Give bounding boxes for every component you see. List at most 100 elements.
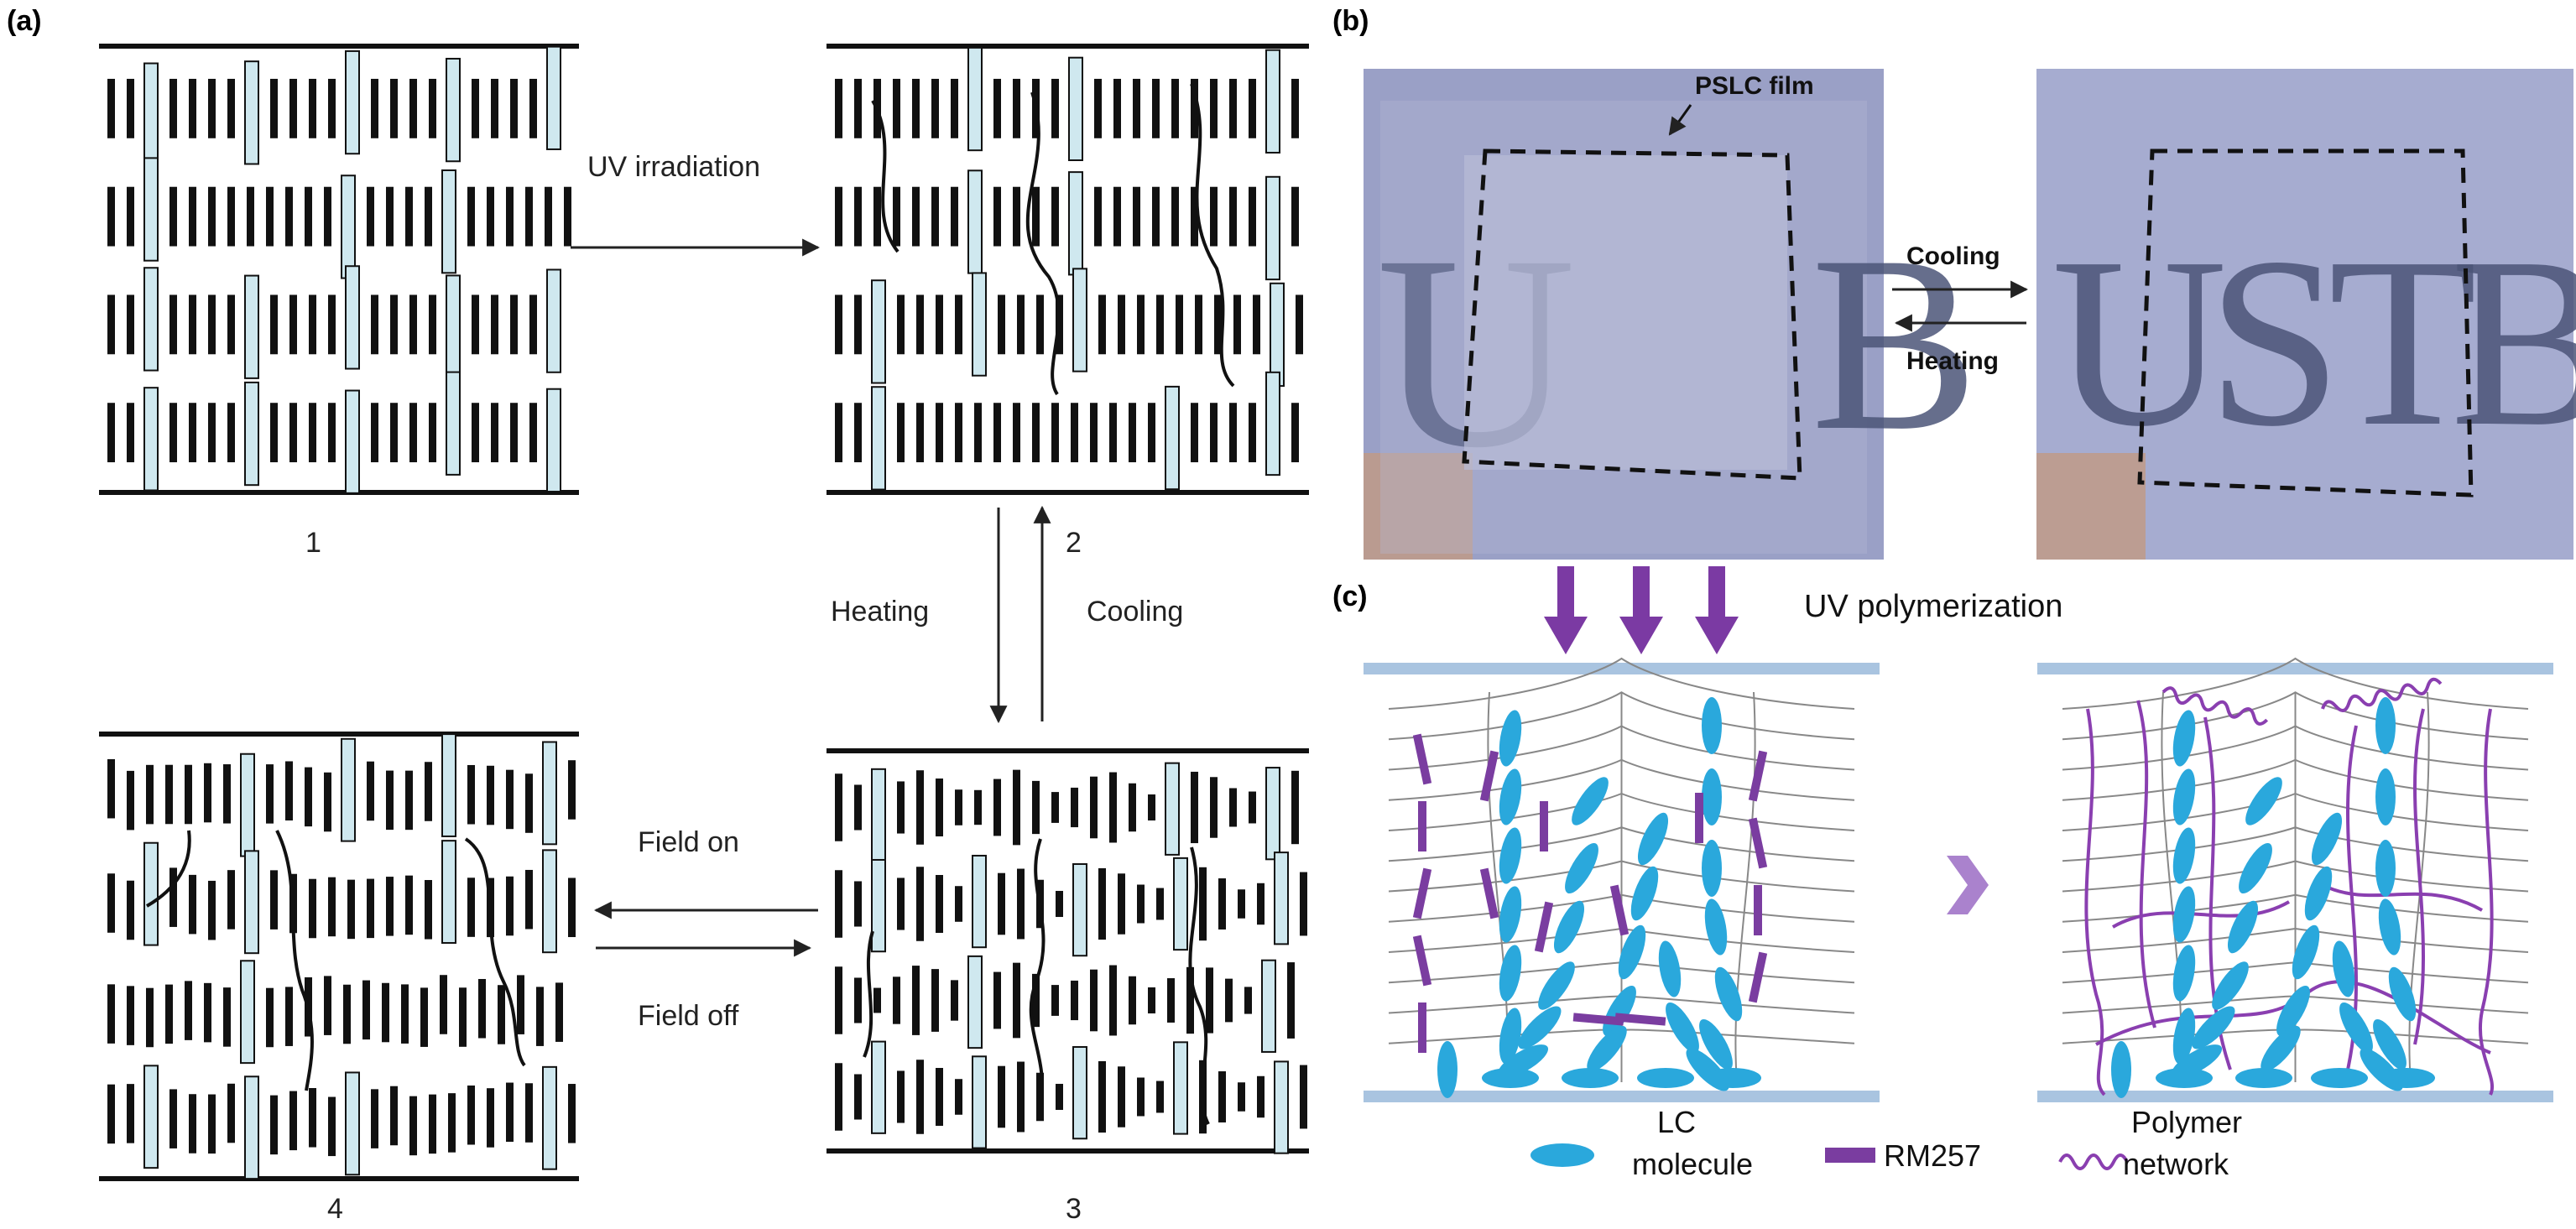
lc-molecule	[1666, 1002, 1699, 1054]
lc-rod	[1071, 980, 1078, 1021]
lc-rod	[955, 789, 962, 825]
lc-rod	[425, 880, 432, 940]
lc-rod	[525, 1083, 533, 1143]
lc-molecule	[2292, 924, 2320, 980]
lc-rod	[305, 186, 312, 247]
lc-rod	[897, 294, 905, 355]
lc-rod	[270, 294, 278, 355]
lc-rod	[1210, 403, 1218, 463]
lc-molecule	[1437, 1041, 1457, 1098]
lc-rod	[931, 78, 939, 138]
pillar-rod	[1072, 268, 1087, 372]
rm257-molecule	[1479, 750, 1499, 802]
lc-rod	[491, 403, 498, 463]
polymer-network-strand	[2112, 900, 2290, 929]
pillar-rod	[1072, 1046, 1087, 1140]
lc-rod	[893, 186, 900, 247]
pillar-rod	[1068, 56, 1083, 162]
cell-2-diagram	[827, 44, 1309, 495]
legend-lc-line1: LC	[1657, 1105, 1696, 1139]
lc-rod	[328, 1096, 336, 1157]
polymer-network-legend-icon	[2058, 1153, 2129, 1170]
pillar-rod	[1265, 49, 1280, 154]
lc-rod	[568, 1084, 576, 1143]
lc-rod	[525, 869, 533, 930]
lc-rod	[405, 770, 413, 831]
polymer-network-strand	[2084, 708, 2106, 1096]
lc-rod	[227, 870, 235, 930]
right-letter-b: B	[2450, 207, 2576, 476]
cell-2-number: 2	[1066, 527, 1082, 559]
lc-rod	[127, 986, 134, 1045]
rm257-molecule	[1534, 901, 1554, 953]
lc-molecule	[1618, 924, 1646, 980]
lc-rod	[568, 877, 576, 938]
lc-rod	[1206, 967, 1213, 1034]
lc-molecule	[1572, 777, 1609, 825]
lc-rod	[1291, 78, 1299, 138]
pillar-rod	[244, 274, 259, 379]
lc-rod	[371, 294, 378, 355]
lc-rod	[204, 982, 211, 1043]
lc-rod	[362, 980, 370, 1040]
lc-molecule	[1499, 1008, 1522, 1065]
lc-rod	[1094, 78, 1102, 138]
pillar-rod	[446, 371, 461, 476]
field-on-label: Field on	[638, 826, 739, 858]
cooling-label-b: Cooling	[1906, 242, 2000, 270]
lc-rod	[916, 1060, 924, 1134]
lc-molecule	[1499, 827, 1522, 884]
lc-rod	[1109, 965, 1117, 1036]
lc-rod	[285, 186, 293, 247]
photo-right: U S T B	[2036, 69, 2576, 560]
lc-molecule	[2311, 812, 2343, 866]
lc-rod	[529, 403, 537, 463]
lc-rod	[146, 987, 154, 1048]
lc-rod	[367, 186, 374, 247]
lc-molecule	[1499, 768, 1522, 825]
lc-rod	[1229, 78, 1237, 138]
pillar-rod	[871, 858, 886, 953]
pillar-rod	[240, 753, 255, 857]
lc-rod	[1176, 294, 1183, 355]
lc-rod	[1148, 794, 1155, 821]
polymer-network-strand	[2161, 686, 2269, 726]
lc-rod	[266, 186, 274, 247]
lc-rod	[328, 294, 336, 355]
lc-rod	[993, 971, 1001, 1029]
lc-rod	[386, 770, 394, 831]
lc-molecule	[2311, 1068, 2368, 1088]
lc-rod	[1137, 1077, 1145, 1117]
lc-rod	[936, 403, 943, 463]
lc-rod	[1056, 890, 1063, 918]
lc-rod	[227, 403, 235, 463]
lc-rod	[854, 784, 862, 831]
lc-rod	[420, 987, 428, 1047]
polymer-network-strand	[2413, 708, 2425, 1045]
pillar-rod	[1274, 1060, 1289, 1154]
lc-rod	[529, 78, 537, 138]
lc-rod	[208, 403, 216, 463]
lc-rod	[1249, 403, 1256, 463]
pillar-rod	[244, 1075, 259, 1180]
lc-rod	[974, 403, 982, 463]
lc-rod	[993, 186, 1001, 247]
lc-rod	[289, 78, 297, 138]
lc-rod	[1291, 403, 1299, 463]
lc-rod	[951, 186, 958, 247]
lc-rod	[1113, 186, 1121, 247]
lc-rod	[854, 977, 862, 1023]
pillar-rod	[441, 840, 456, 944]
lc-rod	[1137, 294, 1145, 355]
lc-rod	[936, 875, 943, 933]
lc-molecule	[1518, 1006, 1562, 1049]
lc-rod	[107, 758, 115, 819]
lc-rod	[127, 294, 134, 355]
lc-rod	[897, 781, 905, 834]
lc-rod	[1109, 772, 1117, 843]
pillar-rod	[1173, 1041, 1188, 1135]
lc-rod	[854, 78, 862, 138]
pillar-rod	[441, 169, 456, 274]
lc-rod	[1186, 966, 1194, 1034]
